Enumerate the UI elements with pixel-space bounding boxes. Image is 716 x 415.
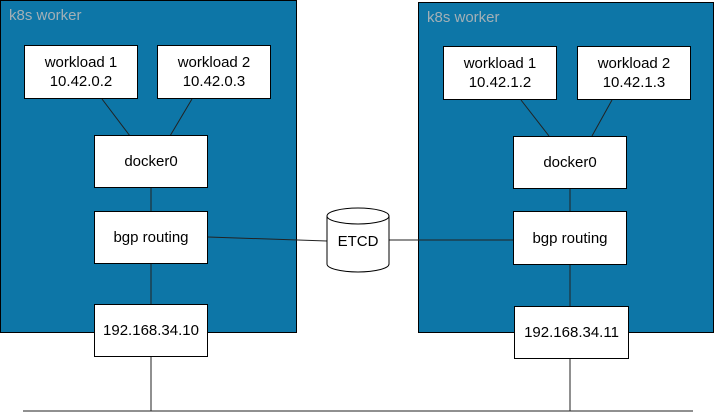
workload-name: workload 1 — [44, 54, 118, 71]
workload-node: workload 2 10.42.0.3 — [157, 45, 271, 99]
workload-node: workload 1 10.42.1.2 — [443, 46, 557, 100]
workload-name: workload 2 — [597, 55, 671, 72]
wire-workload2-docker0-left — [169, 98, 193, 137]
etcd-label: ETCD — [337, 233, 379, 250]
panel-title: k8s worker — [9, 7, 82, 24]
wire-bgp-etcd-left — [207, 236, 328, 242]
bgp-routing-node: bgp routing — [513, 211, 627, 265]
etcd-cylinder-icon — [326, 207, 390, 273]
host-ip-node: 192.168.34.10 — [94, 304, 208, 357]
workload-ip: 10.42.0.2 — [49, 73, 113, 90]
panel-title: k8s worker — [427, 9, 500, 26]
wire-workload1-docker0-left — [101, 98, 131, 137]
wire-workload1-docker0-right — [520, 99, 550, 137]
workload-ip: 10.42.1.3 — [602, 74, 666, 91]
routing-label: bgp routing — [532, 229, 608, 247]
docker0-bridge-node: docker0 — [513, 136, 627, 189]
workload-name: workload 2 — [177, 54, 251, 71]
wire-workload2-docker0-right — [591, 99, 613, 137]
routing-label: bgp routing — [113, 229, 189, 246]
host-ip-label: 192.168.34.11 — [524, 324, 619, 341]
host-ip-label: 192.168.34.10 — [103, 322, 199, 339]
bridge-label: docker0 — [543, 154, 597, 171]
workload-ip: 10.42.0.3 — [182, 73, 246, 90]
docker0-bridge-node: docker0 — [94, 135, 208, 188]
workload-node: workload 2 10.42.1.3 — [577, 46, 691, 100]
workload-ip: 10.42.1.2 — [468, 74, 532, 91]
host-ip-node: 192.168.34.11 — [514, 306, 629, 359]
workload-node: workload 1 10.42.0.2 — [24, 45, 138, 99]
workload-name: workload 1 — [463, 55, 537, 72]
bridge-label: docker0 — [124, 153, 178, 170]
bgp-routing-node: bgp routing — [94, 211, 208, 264]
